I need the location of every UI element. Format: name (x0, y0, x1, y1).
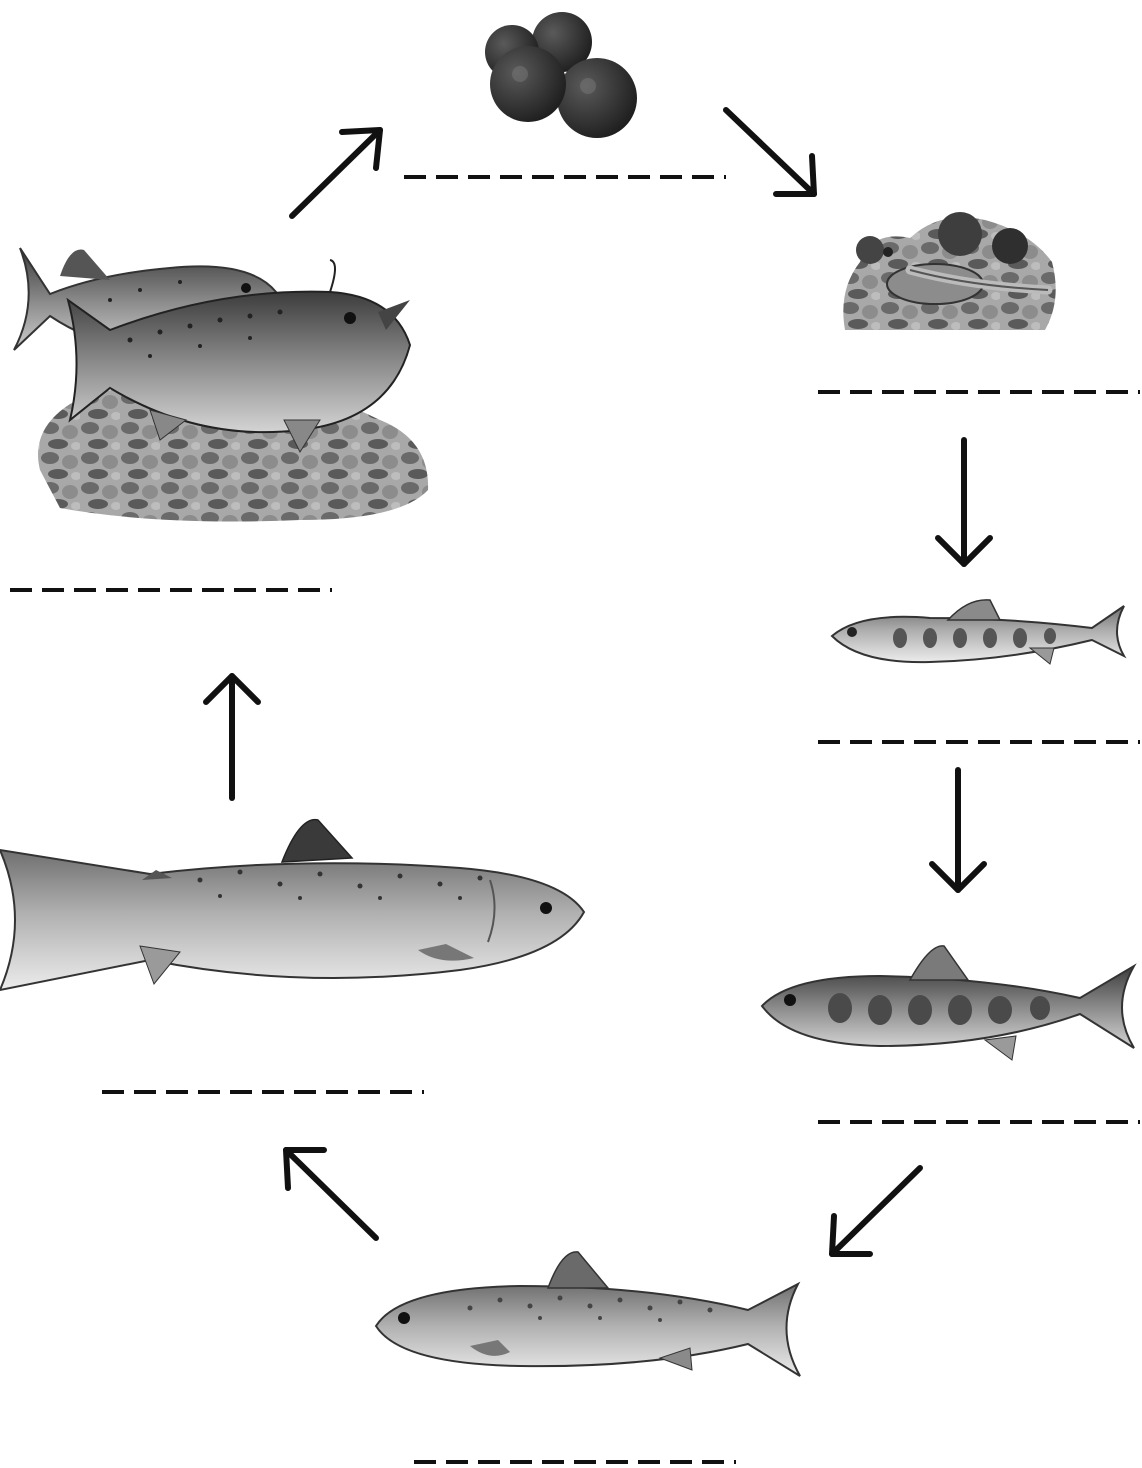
alevin-in-gravel-icon (843, 212, 1055, 330)
spawning-label-blank[interactable] (10, 588, 332, 592)
arrow-up-icon (206, 676, 258, 798)
spawning-salmon-icon (14, 248, 428, 522)
parr-fish-icon (762, 946, 1134, 1060)
smolt-fish-icon (376, 1252, 800, 1376)
arrow-up-left-icon (286, 1150, 376, 1238)
egg-cluster-icon (485, 12, 637, 138)
arrow-down-left-icon (832, 1168, 920, 1254)
arrow-up-right-icon (292, 130, 380, 216)
fry-fish-icon (832, 600, 1124, 664)
fry-label-blank[interactable] (818, 740, 1140, 744)
parr-label-blank[interactable] (818, 1120, 1140, 1124)
arrow-down-right-icon (726, 110, 814, 194)
adult-label-blank[interactable] (102, 1090, 424, 1094)
arrow-down-icon (938, 440, 990, 564)
smolt-label-blank[interactable] (414, 1460, 736, 1464)
eggs-label-blank[interactable] (404, 175, 726, 179)
adult-salmon-icon (0, 820, 584, 990)
arrow-down-icon (932, 770, 984, 890)
alevin-label-blank[interactable] (818, 390, 1140, 394)
